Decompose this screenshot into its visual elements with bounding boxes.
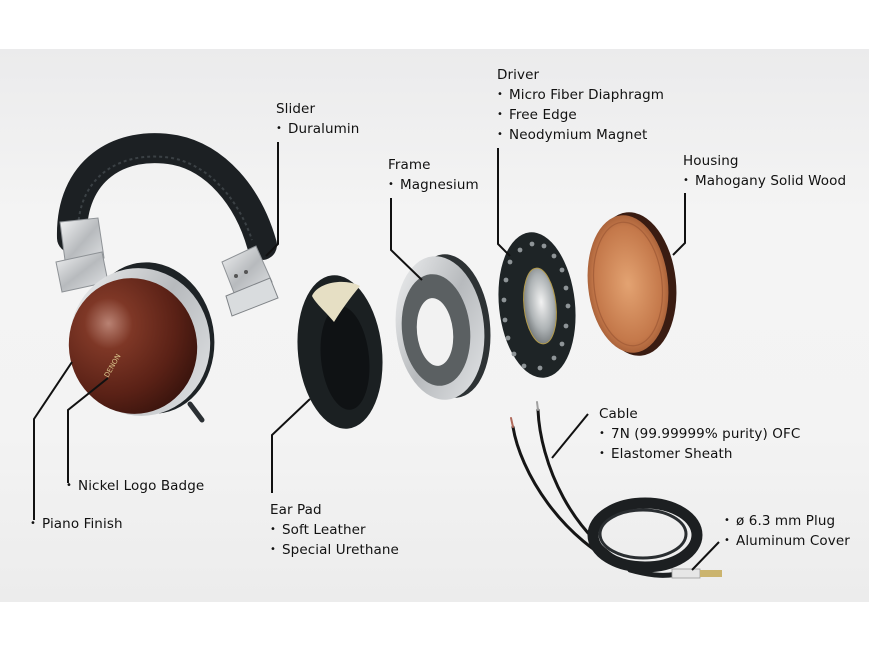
- callout-title: Driver: [497, 67, 540, 83]
- callout-item: Elastomer Sheath: [599, 444, 800, 464]
- leader-lines: [33, 142, 720, 571]
- callout-item: Mahogany Solid Wood: [683, 171, 846, 191]
- callout-item: Magnesium: [388, 175, 479, 195]
- leader-logo: [67, 377, 109, 483]
- leader-housing: [672, 193, 686, 256]
- callout-ear-pad: Ear Pad Soft Leather Special Urethane: [270, 501, 399, 560]
- leader-frame: [390, 198, 423, 281]
- callout-logo-badge: Nickel Logo Badge: [66, 476, 204, 496]
- headband: [56, 133, 277, 260]
- leader-ear-pad: [271, 398, 311, 493]
- callout-frame: Frame Magnesium: [388, 156, 479, 195]
- slider-left: [55, 217, 109, 293]
- ear-cup: DENON: [68, 262, 215, 423]
- leader-slider: [265, 142, 279, 257]
- callout-item: Duralumin: [276, 119, 359, 139]
- leader-finish: [33, 361, 73, 520]
- callout-item: Neodymium Magnet: [497, 125, 664, 145]
- callout-slider: Slider Duralumin: [276, 100, 359, 139]
- callout-title: Cable: [599, 406, 638, 422]
- callout-title: Housing: [683, 153, 739, 169]
- ear-pad: [297, 275, 383, 429]
- callout-item: ø 6.3 mm Plug: [724, 511, 850, 531]
- housing: [587, 212, 677, 356]
- callout-item: 7N (99.99999% purity) OFC: [599, 424, 800, 444]
- frame: [395, 254, 491, 400]
- callout-title: Frame: [388, 157, 431, 173]
- callout-finish: Piano Finish: [30, 514, 123, 534]
- callout-item: Special Urethane: [270, 540, 399, 560]
- callout-title: Slider: [276, 101, 316, 117]
- cable: [510, 401, 722, 579]
- callout-item: Aluminum Cover: [724, 531, 850, 551]
- callout-driver: Driver Micro Fiber Diaphragm Free Edge N…: [497, 66, 664, 145]
- callout-item: Soft Leather: [270, 520, 399, 540]
- callout-plug: ø 6.3 mm Plug Aluminum Cover: [724, 511, 850, 551]
- callout-cable: Cable 7N (99.99999% purity) OFC Elastome…: [599, 405, 800, 464]
- leader-cable: [551, 413, 589, 459]
- callout-item: Micro Fiber Diaphragm: [497, 85, 664, 105]
- plug-body: [671, 568, 701, 579]
- callout-title: Ear Pad: [270, 502, 322, 518]
- plug-tip: [700, 570, 722, 577]
- callout-item: Free Edge: [497, 105, 664, 125]
- leader-driver: [497, 148, 511, 257]
- callout-item: Piano Finish: [30, 514, 123, 534]
- driver: [498, 232, 576, 378]
- callout-item: Nickel Logo Badge: [66, 476, 204, 496]
- leader-plug: [691, 541, 720, 571]
- slider-right: [221, 245, 279, 317]
- callout-housing: Housing Mahogany Solid Wood: [683, 152, 846, 191]
